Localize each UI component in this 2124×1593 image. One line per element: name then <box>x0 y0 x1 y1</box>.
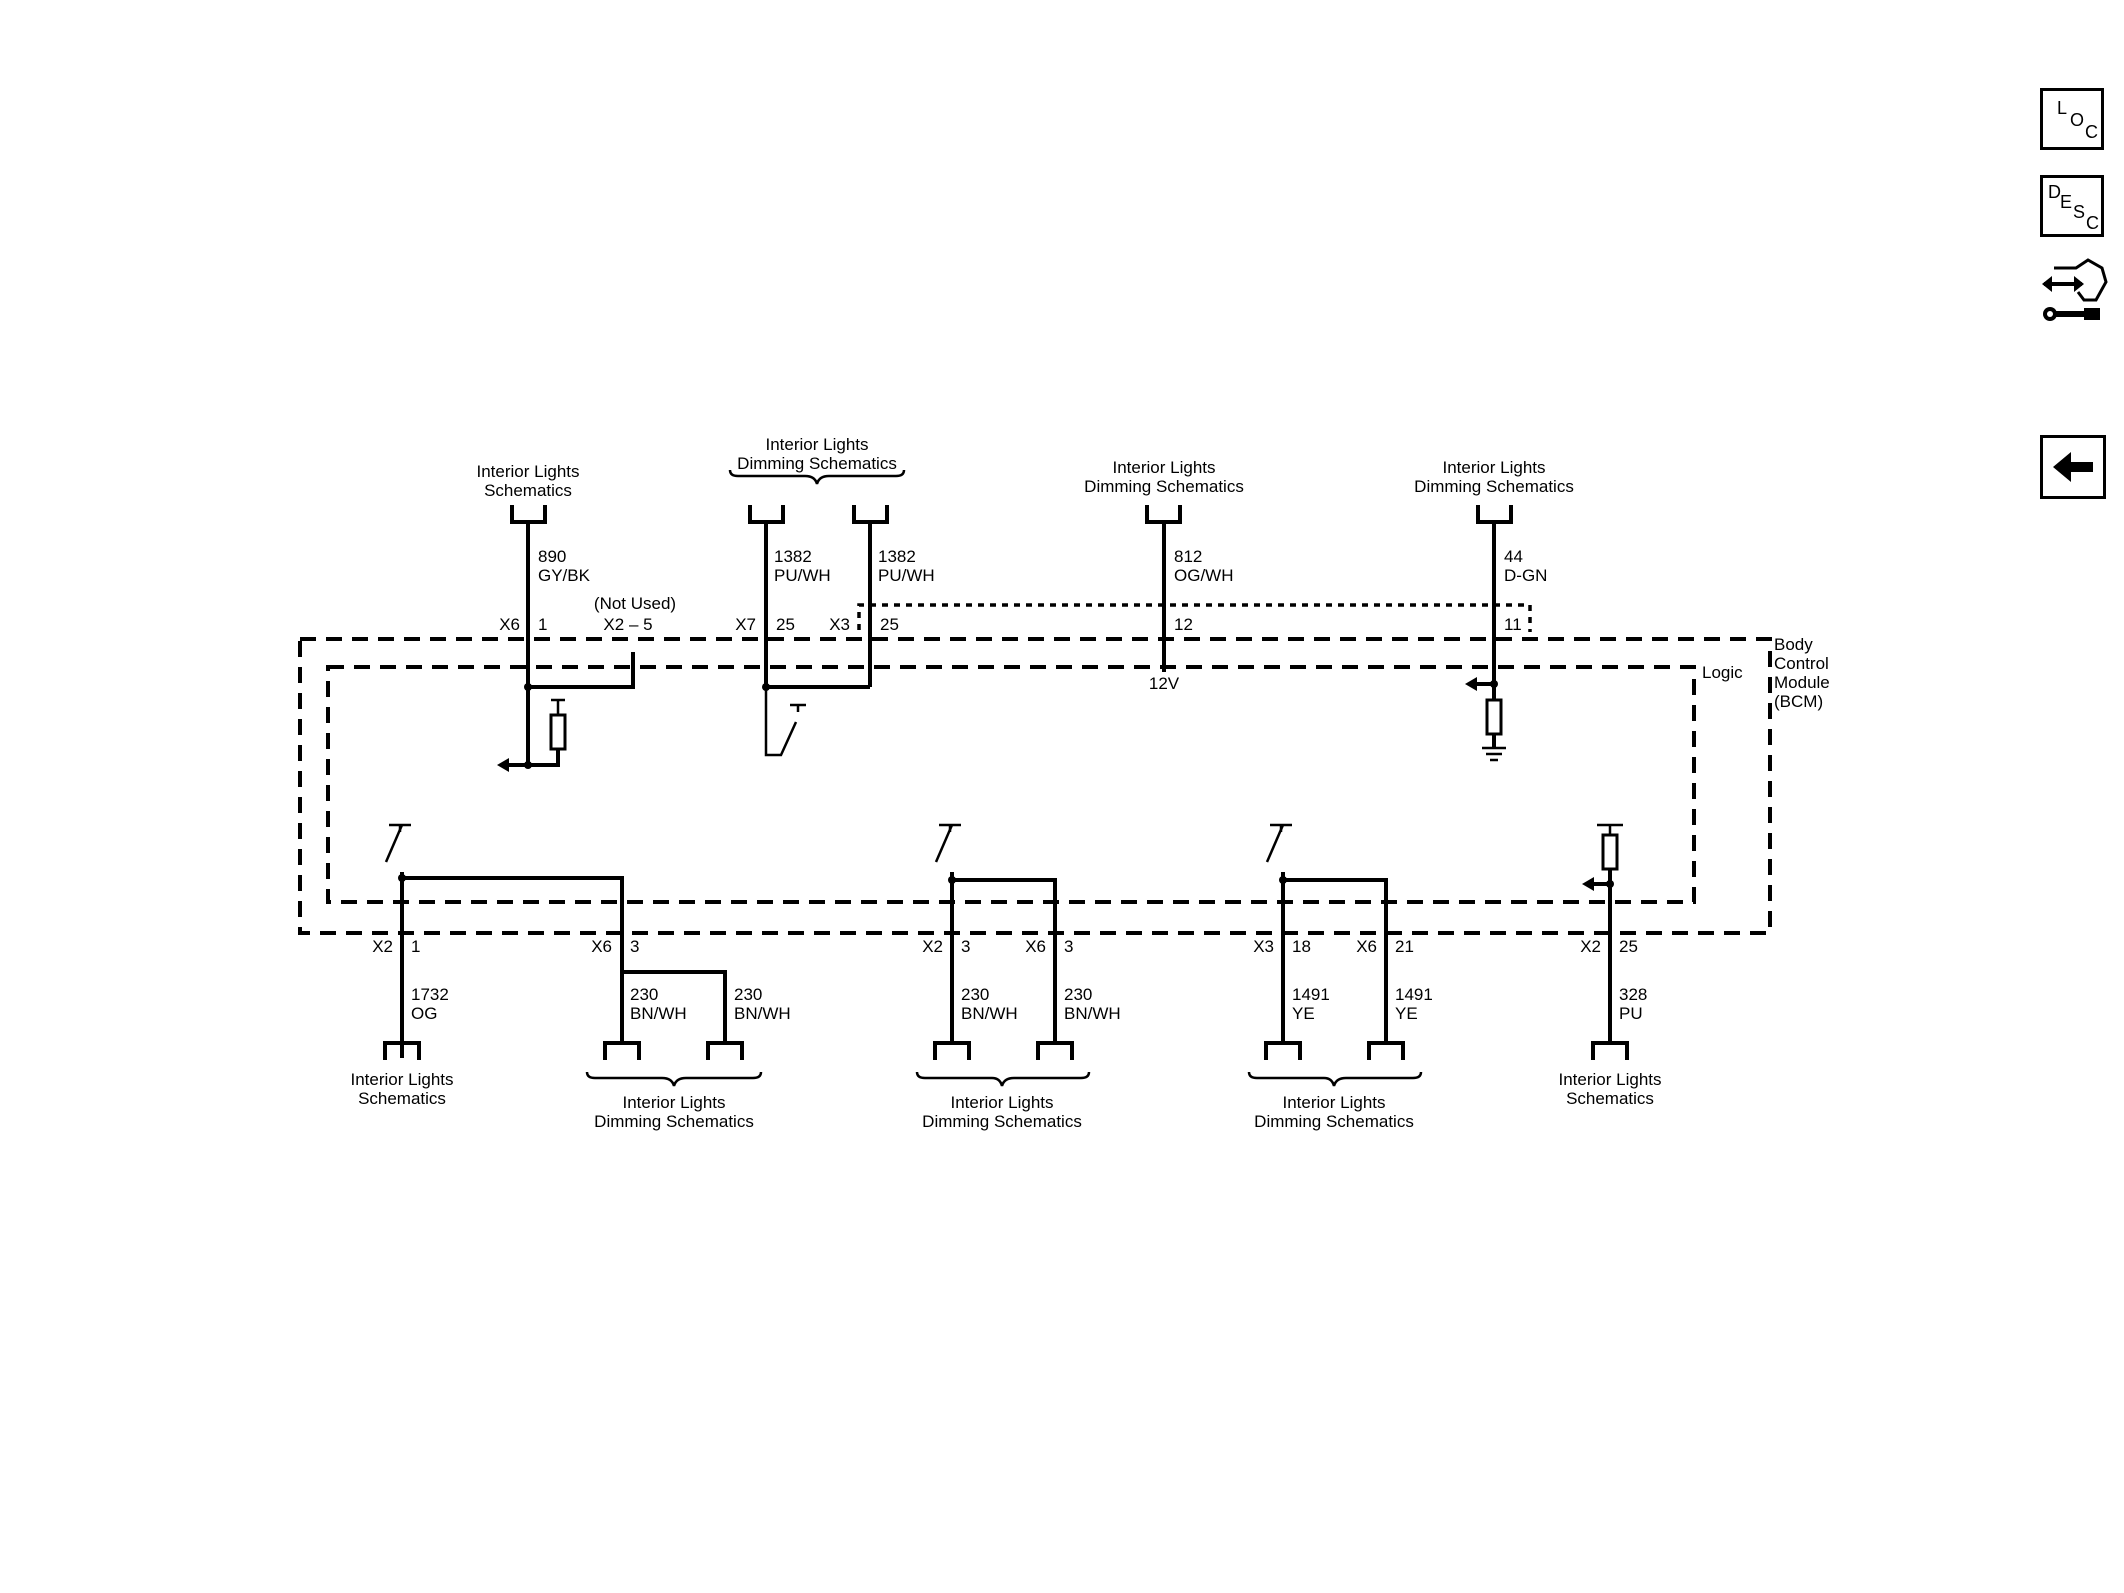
circuit-328: X2 25 328 PU Interior Lights Schematics <box>1559 823 1662 1108</box>
b6-num: 1491 <box>1395 985 1433 1004</box>
w2-color: PU/WH <box>774 566 831 585</box>
b5-color: YE <box>1292 1004 1315 1023</box>
b6-color: YE <box>1395 1004 1418 1023</box>
bot-dest-5-line1: Interior Lights <box>1559 1070 1662 1089</box>
bcm-name-1: Body <box>1774 635 1813 654</box>
c4-pin: 12 <box>1174 615 1193 634</box>
b5-conn: X3 <box>1253 937 1274 956</box>
circuit-1491: X3 18 1491 YE X6 21 1491 YE Interior Lig… <box>1247 823 1433 1131</box>
bot-dest-4-line1: Interior Lights <box>1283 1093 1386 1112</box>
b1-color: OG <box>411 1004 437 1023</box>
b2a-color: BN/WH <box>630 1004 687 1023</box>
circuit-1382: Interior Lights Dimming Schematics 1382 … <box>728 435 1532 757</box>
w5-num: 44 <box>1504 547 1523 566</box>
b2a-num: 230 <box>630 985 658 1004</box>
top-dest-b-line2: Dimming Schematics <box>737 454 897 473</box>
connector-wrench-icon[interactable] <box>2040 258 2110 334</box>
b1-pin: 1 <box>411 937 420 956</box>
loc-letter-o: O <box>2070 110 2085 130</box>
bot-dest-2-line2: Dimming Schematics <box>594 1112 754 1131</box>
b3-num: 230 <box>961 985 989 1004</box>
b3-conn: X2 <box>922 937 943 956</box>
c1-conn: X6 <box>499 615 520 634</box>
logic-outline <box>326 665 1696 904</box>
b3-pin: 3 <box>961 937 970 956</box>
c5-pin: 11 <box>1504 615 1522 634</box>
b7-conn: X2 <box>1580 937 1601 956</box>
b3-color: BN/WH <box>961 1004 1018 1023</box>
supply-label: 12V <box>1149 674 1180 693</box>
not-used-label: (Not Used) <box>594 594 676 613</box>
c3-pin: 25 <box>880 615 899 634</box>
w1-color: GY/BK <box>538 566 591 585</box>
bot-dest-5-line2: Schematics <box>1566 1089 1654 1108</box>
description-button[interactable]: D E S C <box>2040 175 2104 237</box>
back-button[interactable] <box>2040 435 2106 499</box>
desc-letter-e: E <box>2060 192 2073 212</box>
w3-num: 1382 <box>878 547 916 566</box>
c2-pin: 25 <box>776 615 795 634</box>
top-dest-d-line2: Dimming Schematics <box>1414 477 1574 496</box>
x2-5-label: X2 – 5 <box>603 615 652 634</box>
b1-conn: X2 <box>372 937 393 956</box>
back-arrow-icon <box>2053 452 2093 482</box>
bcm-name-4: (BCM) <box>1774 692 1823 711</box>
circuit-44: Interior Lights Dimming Schematics 44 D-… <box>1414 458 1574 762</box>
w1-num: 890 <box>538 547 566 566</box>
b4-color: BN/WH <box>1064 1004 1121 1023</box>
top-dest-a-line2: Schematics <box>484 481 572 500</box>
desc-letter-s: S <box>2073 202 2086 222</box>
b2b-color: BN/WH <box>734 1004 791 1023</box>
b7-color: PU <box>1619 1004 1643 1023</box>
desc-letter-c: C <box>2086 213 2099 233</box>
bcm-outline <box>298 637 1772 935</box>
w4-color: OG/WH <box>1174 566 1234 585</box>
b4-num: 230 <box>1064 985 1092 1004</box>
b5-pin: 18 <box>1292 937 1311 956</box>
b1-num: 1732 <box>411 985 449 1004</box>
top-dest-c-line2: Dimming Schematics <box>1084 477 1244 496</box>
b7-pin: 25 <box>1619 937 1638 956</box>
b7-num: 328 <box>1619 985 1647 1004</box>
circuit-890: Interior Lights Schematics 890 GY/BK X6 … <box>477 462 676 772</box>
logic-label: Logic <box>1702 663 1743 682</box>
c1-pin: 1 <box>538 615 547 634</box>
b6-pin: 21 <box>1395 937 1414 956</box>
b2-pin: 3 <box>630 937 639 956</box>
bot-dest-1-line1: Interior Lights <box>351 1070 454 1089</box>
desc-letter-d: D <box>2048 182 2061 202</box>
bot-dest-3-line1: Interior Lights <box>951 1093 1054 1112</box>
top-dest-b-line1: Interior Lights <box>766 435 869 454</box>
b4-pin: 3 <box>1064 937 1073 956</box>
c3-conn: X3 <box>829 615 850 634</box>
top-dest-d-line1: Interior Lights <box>1443 458 1546 477</box>
w4-num: 812 <box>1174 547 1202 566</box>
bot-dest-4-line2: Dimming Schematics <box>1254 1112 1414 1131</box>
circuit-812: Interior Lights Dimming Schematics 812 O… <box>1084 458 1244 693</box>
bot-dest-2-line1: Interior Lights <box>623 1093 726 1112</box>
loc-letter-c: C <box>2085 122 2098 142</box>
top-dest-c-line1: Interior Lights <box>1113 458 1216 477</box>
b6-conn: X6 <box>1356 937 1377 956</box>
top-dest-a-line1: Interior Lights <box>477 462 580 481</box>
c2-conn: X7 <box>735 615 756 634</box>
bcm-name-3: Module <box>1774 673 1830 692</box>
b2b-num: 230 <box>734 985 762 1004</box>
w2-num: 1382 <box>774 547 812 566</box>
circuit-230: X2 3 230 BN/WH X6 3 230 BN/WH Interior L… <box>915 823 1121 1131</box>
b2-conn: X6 <box>591 937 612 956</box>
bot-dest-1-line2: Schematics <box>358 1089 446 1108</box>
bcm-name-2: Control <box>1774 654 1829 673</box>
b5-num: 1491 <box>1292 985 1330 1004</box>
location-button[interactable]: L O C <box>2040 88 2104 150</box>
circuit-1732-230: X2 1 1732 OG X6 3 230 BN/WH 230 BN/WH In… <box>351 823 791 1131</box>
b4-conn: X6 <box>1025 937 1046 956</box>
bot-dest-3-line2: Dimming Schematics <box>922 1112 1082 1131</box>
loc-letter-l: L <box>2057 98 2068 118</box>
w5-color: D-GN <box>1504 566 1547 585</box>
w3-color: PU/WH <box>878 566 935 585</box>
